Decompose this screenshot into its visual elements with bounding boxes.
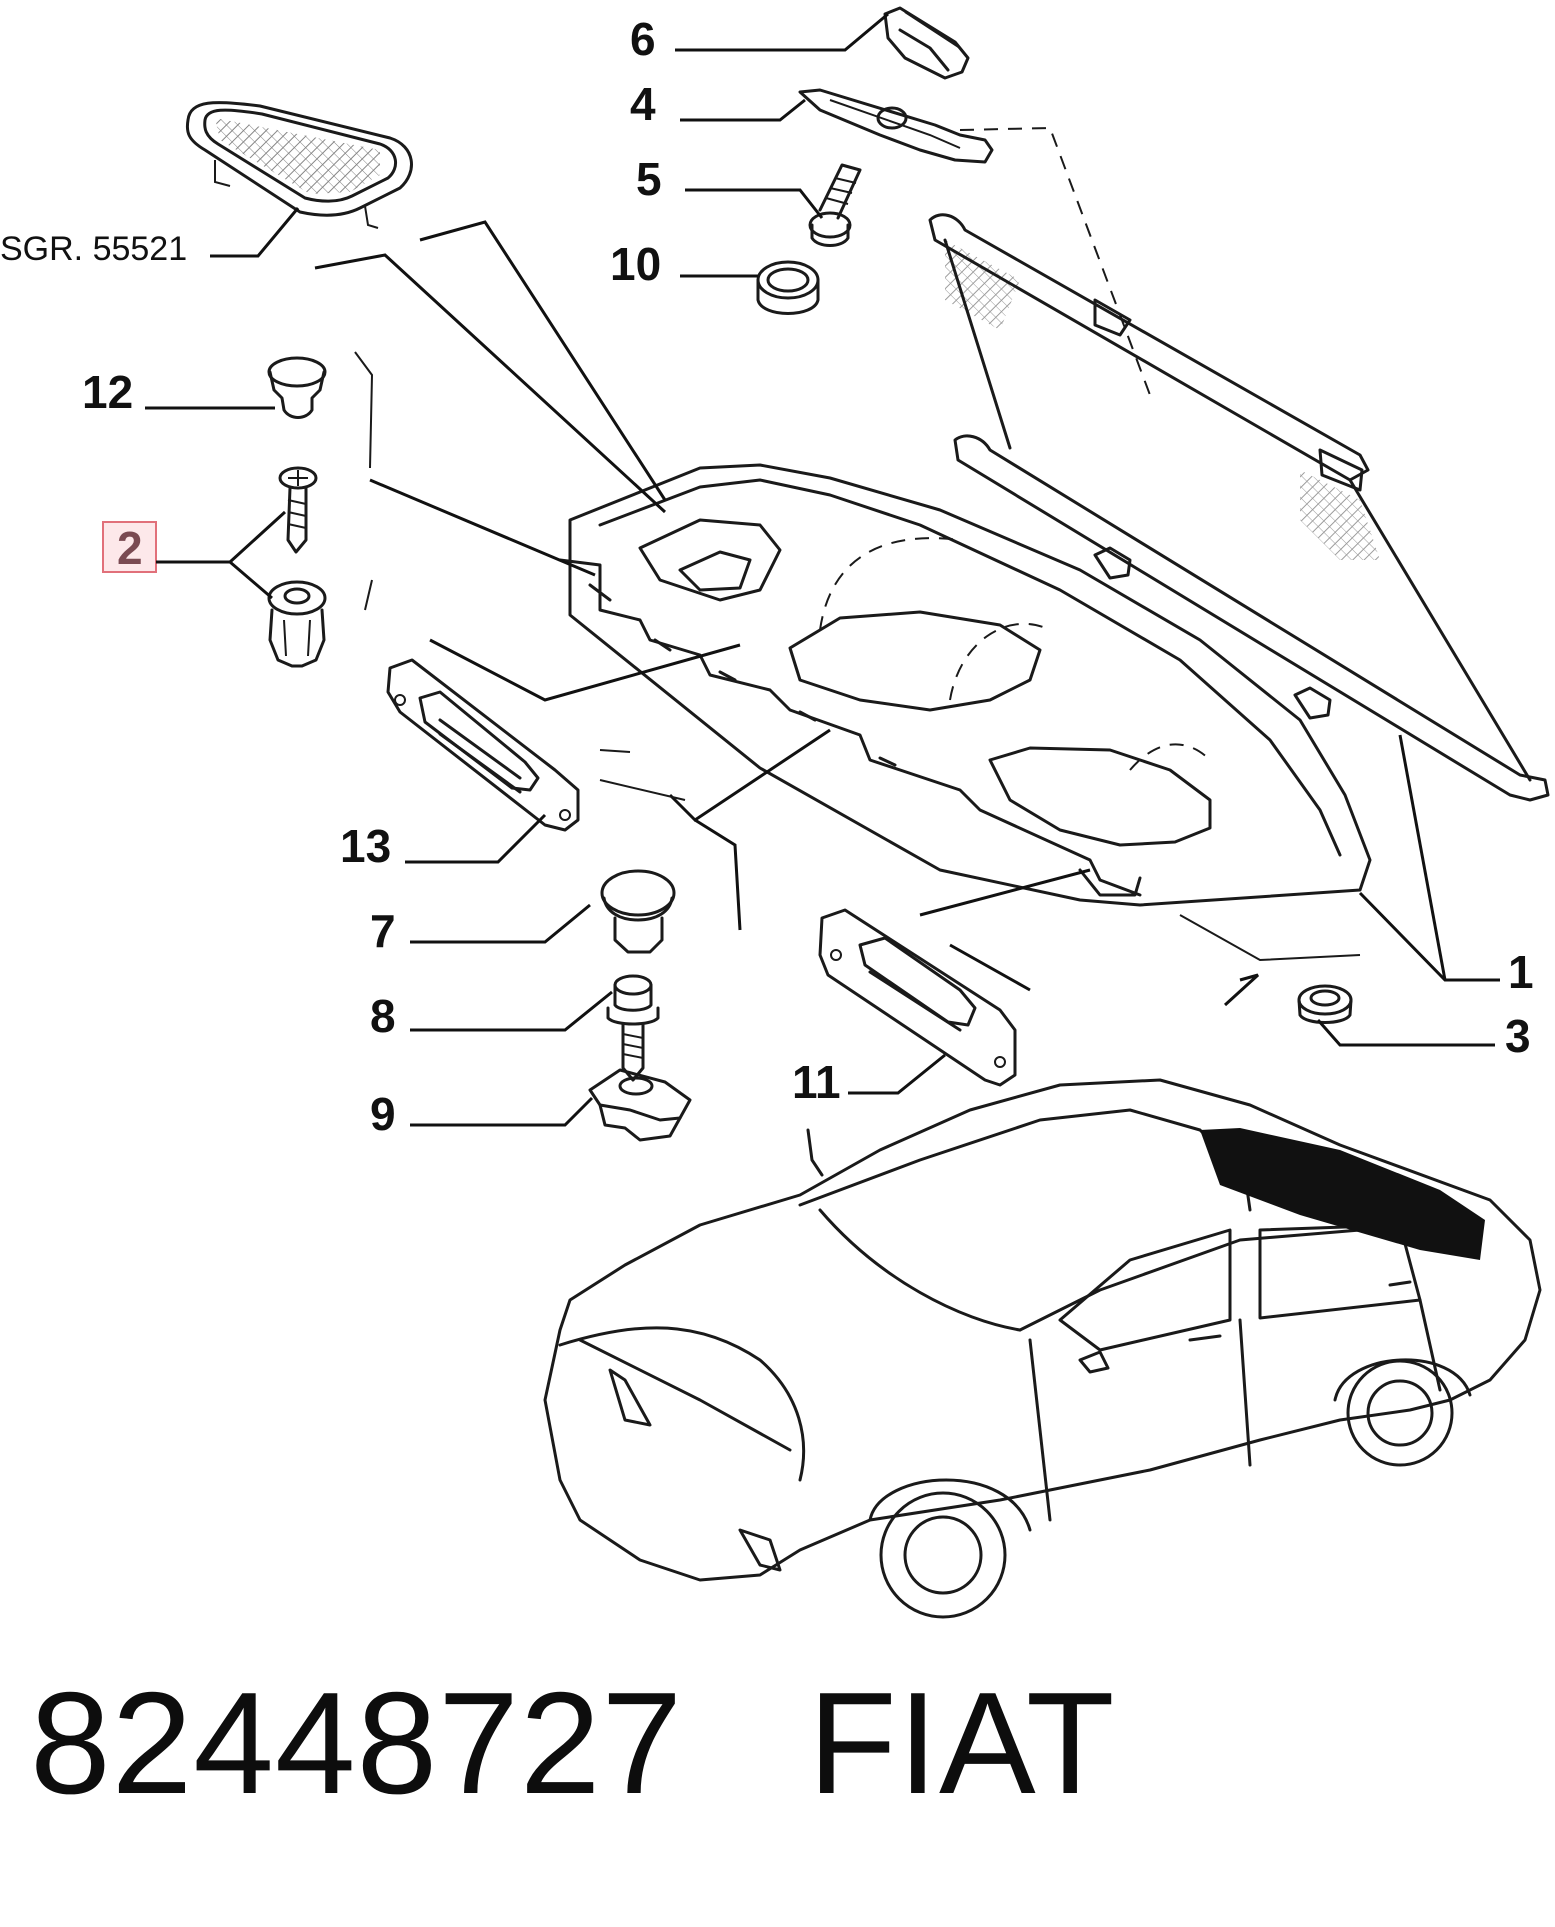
callout-label-12: 12 <box>82 366 133 418</box>
part-5-screw <box>808 163 862 247</box>
parcel-shelf <box>558 463 1372 907</box>
callout-label-10: 10 <box>610 238 661 290</box>
sgr-reference-label: SGR. 55521 <box>0 230 187 268</box>
car-illustration <box>543 1078 1542 1619</box>
leader-lines <box>145 12 1500 1127</box>
callout-label-2: 2 <box>117 522 143 574</box>
part-13-handle-plate <box>386 658 580 832</box>
part-8-bolt <box>606 974 660 1082</box>
part-7-push-plug <box>600 869 676 954</box>
callout-label-9: 9 <box>370 1088 396 1140</box>
guide-lines <box>314 220 1361 1007</box>
callout-label-6: 6 <box>630 13 656 65</box>
callout-label-8: 8 <box>370 990 396 1042</box>
part-3-grommet <box>1297 984 1353 1024</box>
part-number: 82448727 <box>30 1662 684 1824</box>
part-9-clip-nut <box>588 1068 692 1142</box>
part-4-bracket <box>798 88 994 164</box>
vent-grille <box>185 101 413 229</box>
callout-label-1: 1 <box>1508 946 1534 998</box>
callout-label-3: 3 <box>1505 1010 1531 1062</box>
part-11-handle-plate <box>818 908 1017 1087</box>
callout-label-11: 11 <box>792 1056 841 1108</box>
callout-label-4: 4 <box>630 78 656 130</box>
part-6-clip <box>883 6 970 80</box>
callout-label-13: 13 <box>340 820 391 872</box>
part-12-plug <box>267 356 327 419</box>
part-2-screw-and-clip <box>267 466 327 668</box>
callout-label-5: 5 <box>636 153 662 205</box>
brand-name: FIAT <box>808 1662 1116 1824</box>
part-10-ring <box>756 260 820 315</box>
callout-2-highlight <box>102 521 157 573</box>
part-number-footer: 82448727 FIAT <box>30 1660 1116 1827</box>
roller-blind <box>928 126 1550 802</box>
callout-label-7: 7 <box>370 905 396 957</box>
